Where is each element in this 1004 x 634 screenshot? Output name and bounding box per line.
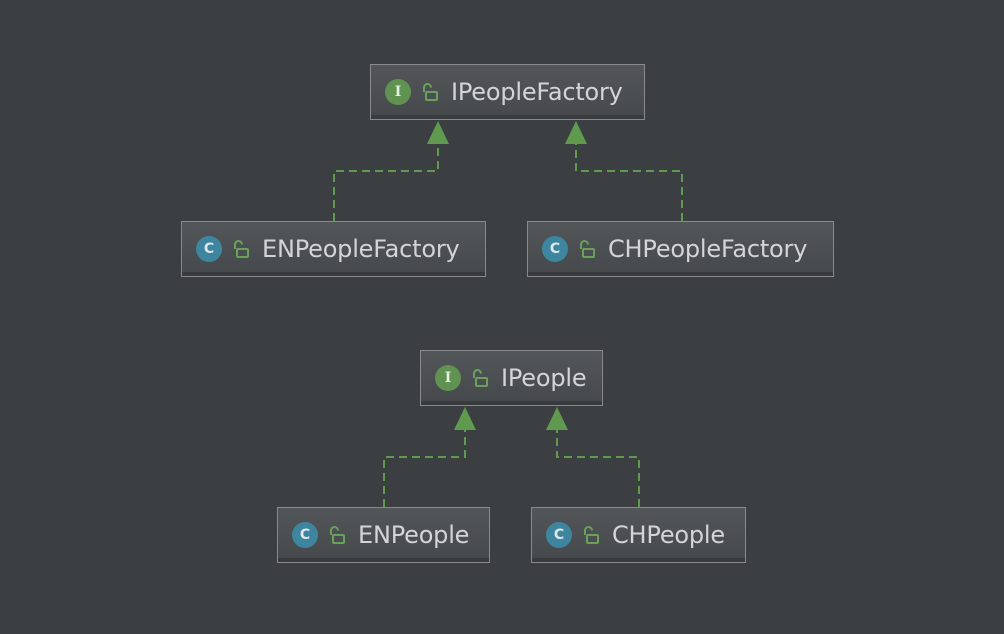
arrowhead-icon	[454, 407, 476, 430]
node-label: IPeople	[501, 364, 587, 392]
node-label: ENPeopleFactory	[262, 235, 460, 263]
edge-chpeoplefactory-ipeoplefactory	[565, 121, 683, 221]
class-badge-icon: C	[196, 236, 222, 262]
open-lock-icon	[419, 81, 439, 103]
arrowhead-icon	[546, 407, 568, 430]
node-label: ENPeople	[358, 521, 470, 549]
interface-badge-icon: I	[385, 79, 411, 105]
node-label: CHPeopleFactory	[608, 235, 808, 263]
class-badge-icon: C	[542, 236, 568, 262]
open-lock-icon	[230, 238, 250, 260]
node-label: CHPeople	[612, 521, 725, 549]
node-ipeople[interactable]: I IPeople	[420, 350, 603, 406]
open-lock-icon	[576, 238, 596, 260]
arrowhead-icon	[427, 121, 449, 144]
open-lock-icon	[469, 367, 489, 389]
interface-badge-icon: I	[435, 365, 461, 391]
arrowhead-icon	[565, 121, 587, 144]
open-lock-icon	[326, 524, 346, 546]
class-badge-icon: C	[546, 522, 572, 548]
node-enpeoplefactory[interactable]: C ENPeopleFactory	[181, 221, 486, 277]
node-label: IPeopleFactory	[451, 78, 623, 106]
edge-enpeoplefactory-ipeoplefactory	[333, 121, 449, 221]
node-enpeople[interactable]: C ENPeople	[277, 507, 490, 563]
edge-enpeople-ipeople	[383, 407, 476, 507]
node-chpeople[interactable]: C CHPeople	[531, 507, 746, 563]
edge-chpeople-ipeople	[546, 407, 640, 507]
class-badge-icon: C	[292, 522, 318, 548]
open-lock-icon	[580, 524, 600, 546]
node-chpeoplefactory[interactable]: C CHPeopleFactory	[527, 221, 834, 277]
node-ipeoplefactory[interactable]: I IPeopleFactory	[370, 64, 645, 120]
